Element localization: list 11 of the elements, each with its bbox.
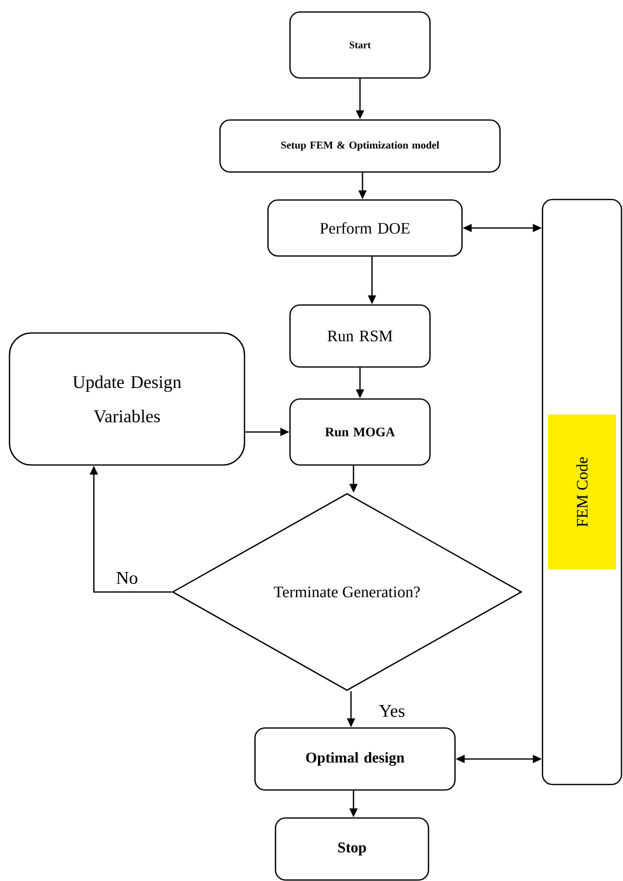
process-box: Setup FEM & Optimization model: [219, 119, 501, 173]
process-box: Stop: [274, 817, 430, 881]
process-box: Start: [289, 11, 431, 79]
process-box: Run RSM: [289, 304, 431, 368]
process-box: Run MOGA: [289, 398, 431, 466]
process-box: Optimal design: [254, 727, 456, 791]
process-box: Perform DOE: [267, 199, 463, 257]
module-box: FEM Code: [542, 198, 622, 786]
process-box: Update Design Variables: [8, 332, 246, 466]
edge-label: Yes: [378, 704, 406, 718]
edge-label: No: [115, 571, 139, 585]
